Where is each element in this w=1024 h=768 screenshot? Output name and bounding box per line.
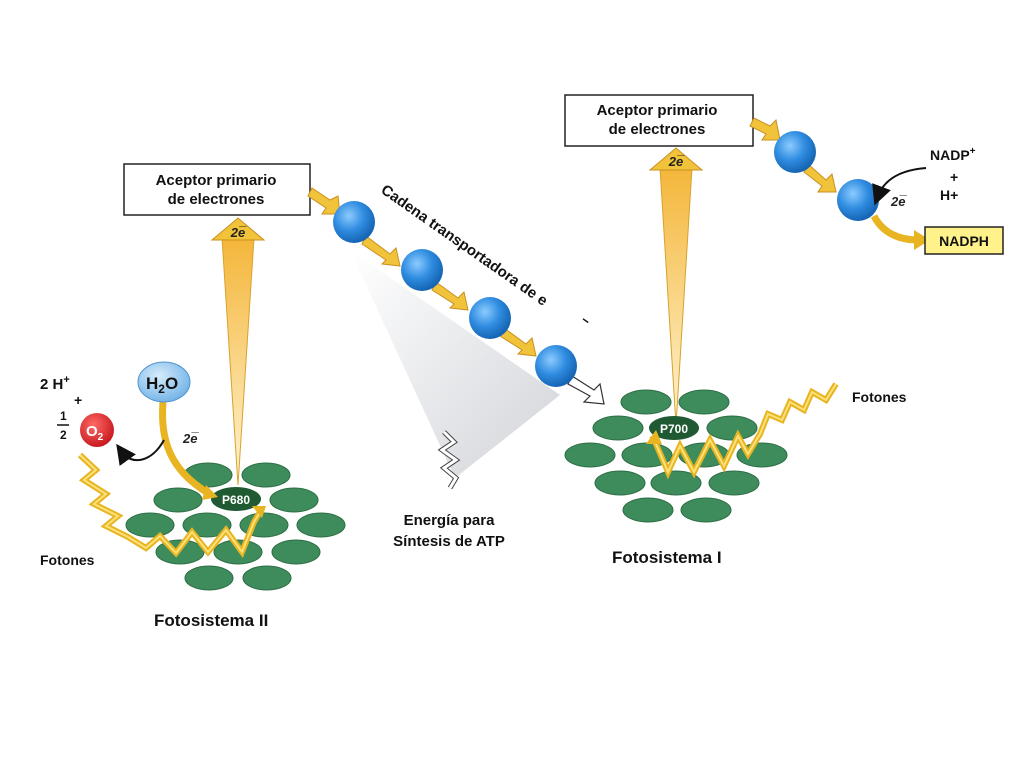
psii-electrons-up: 2e̅ xyxy=(230,225,247,240)
psi-electrons-up: 2e̅ xyxy=(668,154,685,169)
nadph-box xyxy=(924,226,1004,255)
electron-carrier-2 xyxy=(401,249,443,291)
water-electron-arrow xyxy=(159,401,210,496)
protons-label: 2 H+ xyxy=(40,374,70,393)
psii-energy-beam xyxy=(221,237,255,486)
psi-acceptor-line1: Aceptor primario xyxy=(597,102,718,119)
psi-chain-arrow-1 xyxy=(749,117,781,141)
half-denominator: 2 xyxy=(60,428,67,442)
psi-carrier-1 xyxy=(774,131,816,173)
energy-line1: Energía para xyxy=(404,512,496,529)
p700-label: P700 xyxy=(660,422,688,436)
psi-beam-arrowhead xyxy=(648,147,704,171)
p680-center xyxy=(211,487,261,511)
chain-arrow-4 xyxy=(499,327,537,357)
psii-acceptor-box xyxy=(123,163,311,216)
chain-label-minus: − xyxy=(578,312,593,329)
water-molecule xyxy=(137,361,191,403)
oxygen-label: O2 xyxy=(86,423,104,443)
chain-arrow-1 xyxy=(307,187,341,215)
electron-carrier-4 xyxy=(535,345,577,387)
chain-arrow-5 xyxy=(567,375,605,405)
psii-beam-arrowhead xyxy=(210,217,266,241)
psi-photons-label: Fotones xyxy=(852,389,907,405)
protons-plus: + xyxy=(74,392,82,408)
psi-energy-beam xyxy=(659,167,693,426)
psii-title: Fotosistema II xyxy=(154,611,268,630)
photosystem-i: 2e̅ P700 Fotones Fotosistema I Aceptor p… xyxy=(564,94,1004,567)
water-electrons-label: 2e̅ xyxy=(182,431,199,446)
electron-carrier-1 xyxy=(333,201,375,243)
psi-acceptor-box xyxy=(564,94,754,147)
p700-center xyxy=(649,416,699,440)
psi-title: Fotosistema I xyxy=(612,548,722,567)
energy-shadow-wedge xyxy=(350,250,560,478)
water-label: H2O xyxy=(146,374,178,396)
h-plus-label: H+ xyxy=(940,187,958,203)
nadp-plus: + xyxy=(950,169,958,185)
psii-acceptor-line1: Aceptor primario xyxy=(156,172,277,189)
nadph-arrow xyxy=(870,214,919,244)
oxygen-molecule xyxy=(80,413,114,447)
psi-chain-arrow-2 xyxy=(803,163,837,193)
psi-carrier-2 xyxy=(837,179,879,221)
psii-thylakoid-discs xyxy=(125,462,346,591)
psii-acceptor-line2: de electrones xyxy=(168,191,265,208)
nadph-label: NADPH xyxy=(939,233,989,249)
energy-line2: Síntesis de ATP xyxy=(393,533,505,550)
oxygen-release-arrow xyxy=(116,439,165,466)
nadp-label: NADP+ xyxy=(930,146,976,163)
nadp-arrow xyxy=(872,167,927,206)
psii-photons-label: Fotones xyxy=(40,552,95,568)
psi-electrons-label: 2e̅ xyxy=(890,194,907,209)
p680-label: P680 xyxy=(222,493,250,507)
half-numerator: 1 xyxy=(60,409,67,423)
photosystem-ii: 2e̅ P680 2e̅ H2O 2 H+ + 1 2 O2 Fotones F… xyxy=(40,163,346,630)
psi-thylakoid-discs xyxy=(564,389,788,523)
chain-arrow-2 xyxy=(361,235,401,267)
electron-carrier-3 xyxy=(469,297,511,339)
chain-arrow-3 xyxy=(431,281,469,311)
psi-acceptor-line2: de electrones xyxy=(609,121,706,138)
